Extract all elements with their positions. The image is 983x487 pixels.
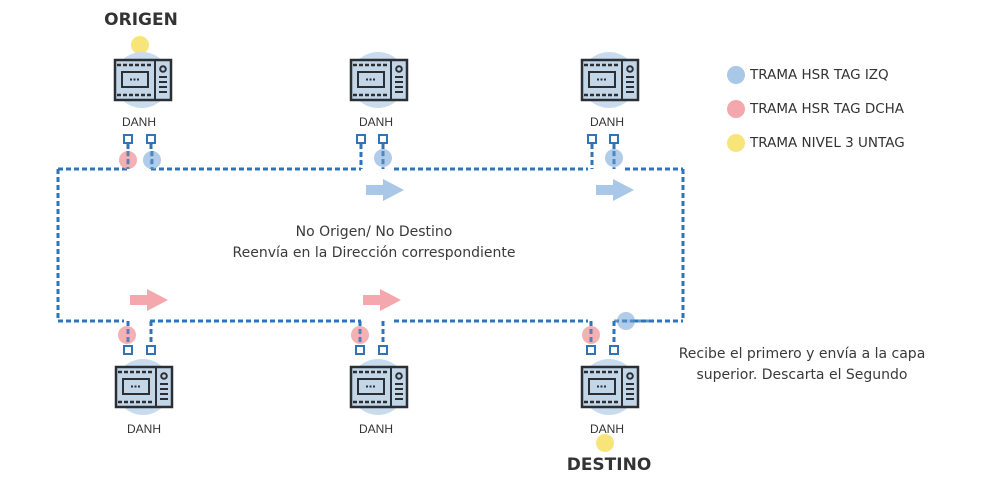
legend-label: TRAMA HSR TAG IZQ bbox=[750, 67, 889, 83]
device-knob bbox=[395, 65, 403, 73]
legend-item-untag: TRAMA NIVEL 3 UNTAG bbox=[727, 134, 905, 152]
origen-label: ORIGEN bbox=[104, 10, 178, 30]
destination-note-line-1: Recibe el primero y envía a la capa bbox=[678, 346, 926, 362]
legend-label: TRAMA NIVEL 3 UNTAG bbox=[750, 135, 905, 151]
arrow-right-dcha-icon bbox=[130, 289, 168, 311]
device-icon-bottom-right bbox=[580, 359, 640, 415]
port-icon bbox=[587, 134, 597, 144]
device-label-bottom-right: DANH bbox=[589, 422, 625, 436]
legend-item-izq: TRAMA HSR TAG IZQ bbox=[727, 66, 889, 84]
destino-label: DESTINO bbox=[566, 455, 652, 475]
forwarding-note: No Origen/ No Destino Reenvía en la Dire… bbox=[233, 222, 516, 264]
arrow-right-izq-icon bbox=[366, 179, 404, 201]
destination-note-line-2: superior. Descarta el Segundo bbox=[696, 367, 908, 383]
device-label-top-left: DANH bbox=[121, 115, 157, 129]
port-icon bbox=[146, 345, 156, 355]
legend-dot-izq-icon bbox=[727, 66, 745, 84]
device-icon-bottom-left bbox=[114, 359, 174, 415]
port-icon bbox=[378, 345, 388, 355]
device-icon-bottom-middle bbox=[349, 359, 409, 415]
arrow-head bbox=[383, 179, 404, 201]
arrow-shaft bbox=[130, 295, 148, 305]
arrow-right-izq-icon bbox=[596, 179, 634, 201]
port-icon bbox=[356, 134, 366, 144]
port-icon bbox=[123, 134, 133, 144]
legend-dot-untag-icon bbox=[727, 134, 745, 152]
port-icon bbox=[146, 134, 156, 144]
devices bbox=[123, 134, 619, 355]
frame-markers bbox=[118, 36, 635, 452]
arrow-shaft bbox=[366, 185, 384, 195]
arrow-head bbox=[380, 289, 401, 311]
device-label-top-right: DANH bbox=[589, 115, 625, 129]
device-icon-top-left bbox=[113, 52, 173, 108]
port-icon bbox=[378, 134, 388, 144]
legend-item-dcha: TRAMA HSR TAG DCHA bbox=[727, 100, 904, 118]
frame-izq-top-middle bbox=[374, 149, 392, 167]
arrow-shaft bbox=[363, 295, 381, 305]
device-icon-top-right bbox=[580, 52, 640, 108]
device-label-bottom-left: DANH bbox=[126, 422, 162, 436]
device-label-bottom-middle: DANH bbox=[358, 422, 394, 436]
frame-dcha-bottom-left bbox=[118, 326, 136, 344]
arrow-shaft bbox=[596, 185, 614, 195]
port-icon bbox=[609, 134, 619, 144]
arrow-right-dcha-icon bbox=[363, 289, 401, 311]
port-icon bbox=[123, 345, 133, 355]
port-icon bbox=[586, 345, 596, 355]
device-label-top-middle: DANH bbox=[358, 115, 394, 129]
device-icon-top-middle bbox=[349, 52, 409, 108]
port-icon bbox=[609, 345, 619, 355]
frame-izq-top-right bbox=[605, 149, 623, 167]
arrow-head bbox=[147, 289, 168, 311]
forwarding-note-line-1: No Origen/ No Destino bbox=[295, 224, 453, 240]
legend-label: TRAMA HSR TAG DCHA bbox=[750, 101, 905, 117]
frame-dcha-bottom-middle bbox=[351, 326, 369, 344]
frame-untag-origen bbox=[131, 36, 149, 54]
destination-note: Recibe el primero y envía a la capa supe… bbox=[679, 344, 926, 386]
legend-dot-dcha-icon bbox=[727, 100, 745, 118]
frame-untag-destino bbox=[596, 434, 614, 452]
frame-link-overlay bbox=[126, 151, 650, 344]
arrow-head bbox=[613, 179, 634, 201]
forwarding-note-line-2: Reenvía en la Dirección correspondiente bbox=[232, 245, 516, 261]
device-knob bbox=[395, 372, 403, 380]
device-knob bbox=[159, 65, 167, 73]
port-icon bbox=[355, 345, 365, 355]
device-knob bbox=[626, 65, 634, 73]
device-knob bbox=[160, 372, 168, 380]
frame-dcha-bottom-right bbox=[582, 326, 600, 344]
device-knob bbox=[626, 372, 634, 380]
